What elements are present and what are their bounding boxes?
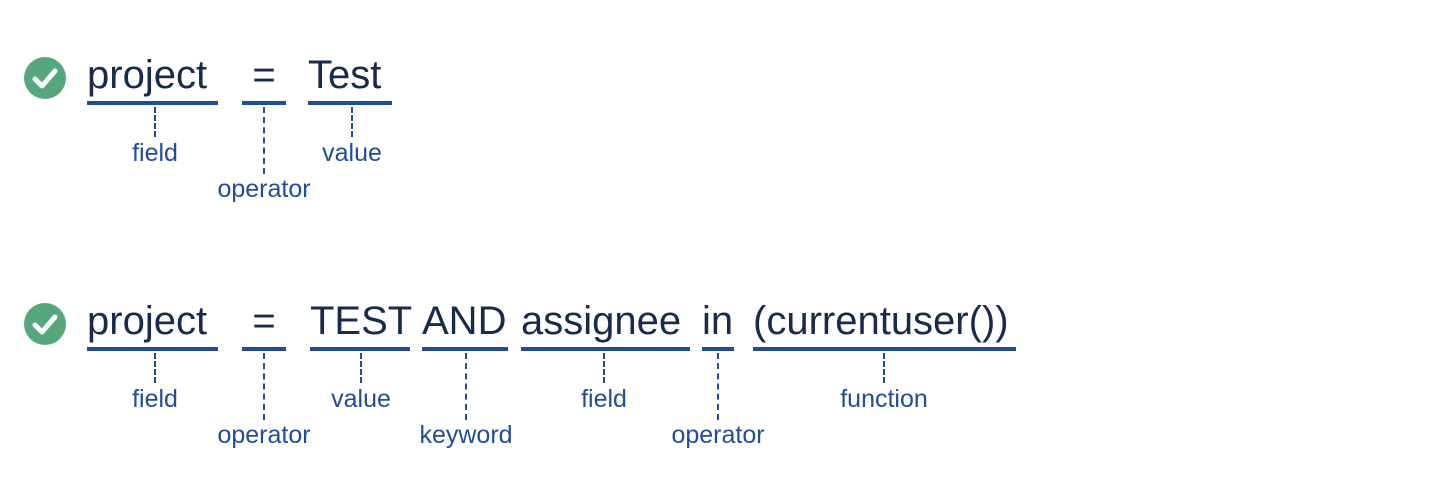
annotation-label: operator [217,421,311,449]
token-currentuser-function: (currentuser()) [753,296,1016,352]
query-example-1: project field = operator Test value [0,0,1442,220]
annotation-stem [263,353,265,420]
token-equals: = [242,296,286,352]
query-example-2: project field = operator TEST value AND … [0,246,1442,466]
token-underline [521,347,690,351]
token-in: in [702,296,734,352]
token-underline [753,347,1016,351]
token-text: assignee [521,299,682,343]
token-underline [310,347,410,351]
token-test: TEST [310,296,413,352]
token-test: Test [308,50,392,106]
token-text: project [87,299,208,343]
token-underline [87,101,218,105]
check-circle-icon [24,57,66,99]
token-assignee: assignee [521,296,690,352]
token-text: = [252,299,276,343]
annotation-stem [603,353,605,383]
annotation-label: keyword [419,421,513,449]
annotation-stem [154,107,156,137]
annotation-label: value [322,139,382,167]
token-underline [87,347,218,351]
token-text: in [702,299,734,343]
annotation-label: operator [217,175,311,203]
annotation-stem [360,353,362,383]
token-text: Test [308,53,382,97]
token-project: project [87,296,218,352]
token-equals: = [242,50,286,106]
annotation-stem [717,353,719,420]
token-underline [422,347,508,351]
annotation-stem [465,353,467,420]
token-text: AND [422,299,507,343]
token-text: project [87,53,208,97]
annotation-label: function [840,385,928,413]
token-underline [242,347,286,351]
annotation-stem [883,353,885,383]
annotation-stem [351,107,353,137]
token-and: AND [422,296,508,352]
annotation-stem [263,107,265,174]
token-underline [702,347,734,351]
annotation-label: operator [671,421,765,449]
token-underline [308,101,392,105]
token-underline [242,101,286,105]
token-text: TEST [310,299,413,343]
annotation-stem [154,353,156,383]
annotation-label: value [331,385,391,413]
token-text: (currentuser()) [753,299,1009,343]
check-circle-icon [24,303,66,345]
annotation-label: field [132,139,178,167]
token-text: = [252,53,276,97]
annotation-label: field [132,385,178,413]
annotation-label: field [581,385,627,413]
token-project: project [87,50,218,106]
